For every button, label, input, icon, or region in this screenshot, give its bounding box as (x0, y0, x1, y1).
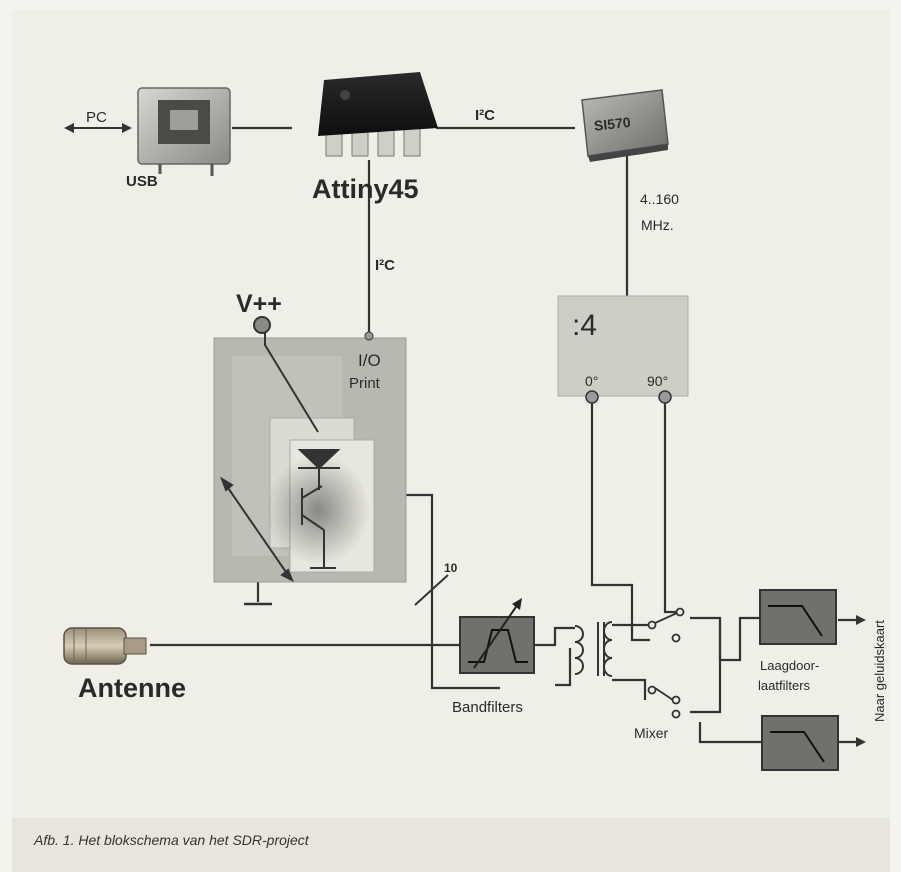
wire-mixer-lowpass-top (690, 616, 760, 662)
antenne-label: Antenne (78, 673, 186, 703)
pc-label: PC (86, 109, 107, 126)
divider-box (557, 295, 689, 397)
si570-label: SI570 (593, 114, 631, 134)
caption-bar: Afb. 1. Het blokschema van het SDR-proje… (12, 818, 890, 872)
lowpass-label-line1: Laagdoor- (760, 658, 819, 673)
attiny-label: Attiny45 (312, 174, 419, 204)
output-arrow-bottom (856, 737, 866, 747)
attiny45-chip-icon (318, 72, 438, 157)
phase-0-label: 0° (585, 373, 598, 389)
mixer-switches (647, 607, 685, 719)
lowpass-label-line2: laatfilters (758, 678, 811, 693)
wire-transformer-mixer-b (612, 678, 647, 700)
lowpass-filter-bottom (761, 715, 839, 771)
io-board-wiring (220, 332, 341, 583)
vpp-label: V++ (236, 290, 282, 318)
freq-label-line2: MHz. (641, 217, 674, 233)
terminal-0deg (585, 390, 599, 404)
divider-label: :4 (572, 309, 597, 342)
output-arrow-top (856, 615, 866, 625)
bandfilter-block (459, 598, 535, 674)
wire-bandfilter-ground (555, 648, 572, 687)
vpp-terminal (253, 316, 271, 334)
i2c-top-label: I²C (475, 107, 495, 124)
transformer-icon (574, 621, 613, 677)
io-terminal (364, 331, 374, 341)
soundcard-label: Naar geluidskaart (872, 620, 887, 722)
i2c-mid-label: I²C (375, 257, 395, 274)
bandfilters-label: Bandfilters (452, 699, 523, 716)
io-label-line1: I/O (358, 351, 381, 370)
wire-90deg-mixer (663, 402, 680, 614)
wire-bandfilter-transformer (535, 626, 575, 647)
figure-caption: Afb. 1. Het blokschema van het SDR-proje… (34, 832, 309, 848)
wire-mixer-lowpass-bottom (698, 722, 762, 744)
wire-mixer-lowpass-mid (690, 622, 722, 714)
pc-arrow (64, 123, 132, 133)
bus-count-label: 10 (444, 561, 458, 575)
mixer-label: Mixer (634, 725, 669, 741)
io-label-line2: Print (349, 375, 381, 392)
terminal-90deg (658, 390, 672, 404)
lowpass-filter-top (759, 589, 837, 645)
si570-oscillator-icon (581, 89, 669, 162)
phase-90-label: 90° (647, 373, 668, 389)
freq-label-line1: 4..160 (640, 191, 679, 207)
bus-slash (414, 574, 449, 606)
usb-label: USB (126, 173, 158, 190)
antenna-connector-icon (63, 627, 147, 665)
wire-0deg-mixer (590, 402, 650, 642)
usb-connector-icon (137, 87, 231, 176)
